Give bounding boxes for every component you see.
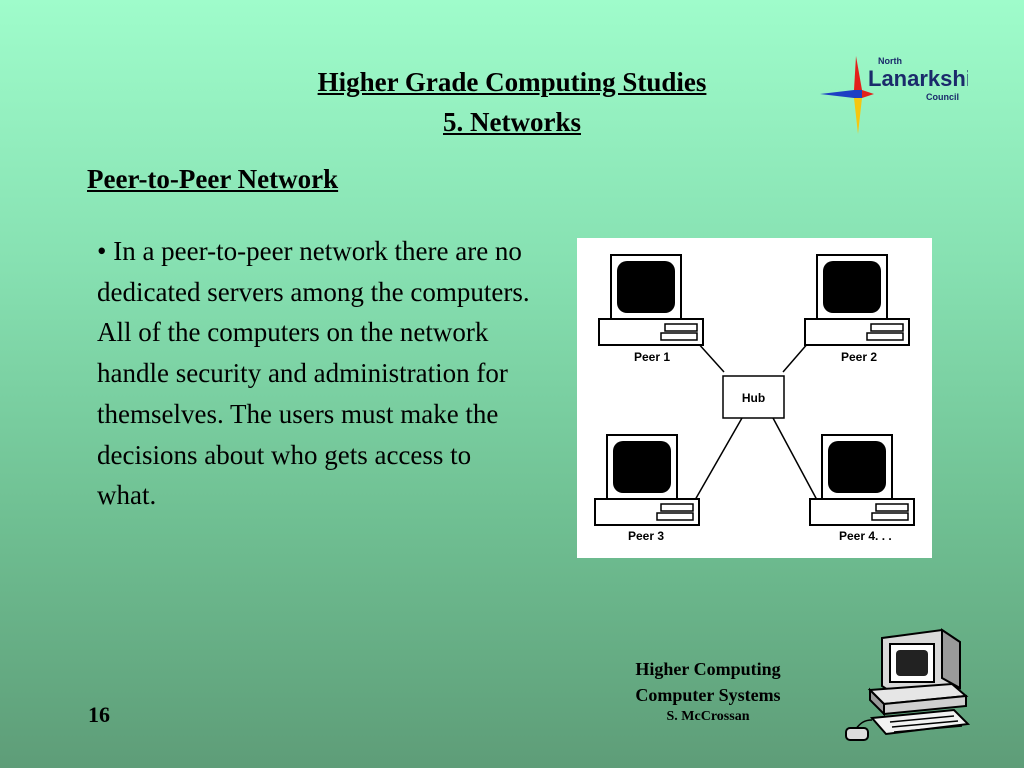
desktop-computer-icon bbox=[594, 434, 700, 526]
logo-star-left bbox=[820, 90, 854, 98]
footer-line-2: Computer Systems bbox=[635, 685, 781, 705]
logo-star-bottom bbox=[854, 98, 862, 134]
logo-star-right bbox=[862, 90, 874, 98]
link-hub-peer3 bbox=[694, 417, 743, 501]
peer-label: Peer 4. . . bbox=[839, 529, 892, 543]
peer-to-peer-diagram: Hub Peer 1 Peer 2 Peer 3 Peer 4. . . bbox=[577, 238, 932, 558]
computer-clipart-icon bbox=[845, 628, 970, 741]
hub-label: Hub bbox=[742, 391, 765, 405]
desktop-computer-icon bbox=[809, 434, 915, 526]
footer-title: Higher Computing Computer Systems bbox=[600, 656, 816, 708]
north-lanarkshire-logo: North Lanarkshire Council bbox=[820, 56, 968, 134]
link-peer1-hub bbox=[696, 341, 725, 373]
footer-author: S. McCrossan bbox=[666, 709, 750, 724]
hub-box bbox=[722, 375, 785, 419]
logo-star-top bbox=[854, 56, 862, 90]
body-text: • In a peer-to-peer network there are no… bbox=[97, 236, 530, 511]
footer-line-1: Higher Computing bbox=[635, 659, 781, 679]
desktop-computer-icon bbox=[804, 254, 910, 346]
page-number: 16 bbox=[88, 702, 110, 727]
desktop-computer-icon bbox=[598, 254, 704, 346]
link-hub-peer4 bbox=[772, 417, 818, 501]
logo-star-center bbox=[854, 90, 862, 98]
peer-label: Peer 3 bbox=[628, 529, 664, 543]
slide-title: Higher Grade Computing Studies 5. Networ… bbox=[0, 62, 1024, 142]
section-heading: Peer-to-Peer Network bbox=[87, 164, 339, 194]
link-peer2-hub bbox=[782, 341, 810, 373]
peer-label: Peer 1 bbox=[634, 350, 670, 364]
logo-text-lanarkshire: Lanarkshire bbox=[868, 66, 968, 91]
logo-text-north: North bbox=[878, 56, 902, 66]
peer-label: Peer 2 bbox=[841, 350, 877, 364]
title-line-1: Higher Grade Computing Studies bbox=[317, 67, 707, 97]
title-line-2: 5. Networks bbox=[443, 107, 581, 137]
logo-text-council: Council bbox=[926, 92, 959, 102]
